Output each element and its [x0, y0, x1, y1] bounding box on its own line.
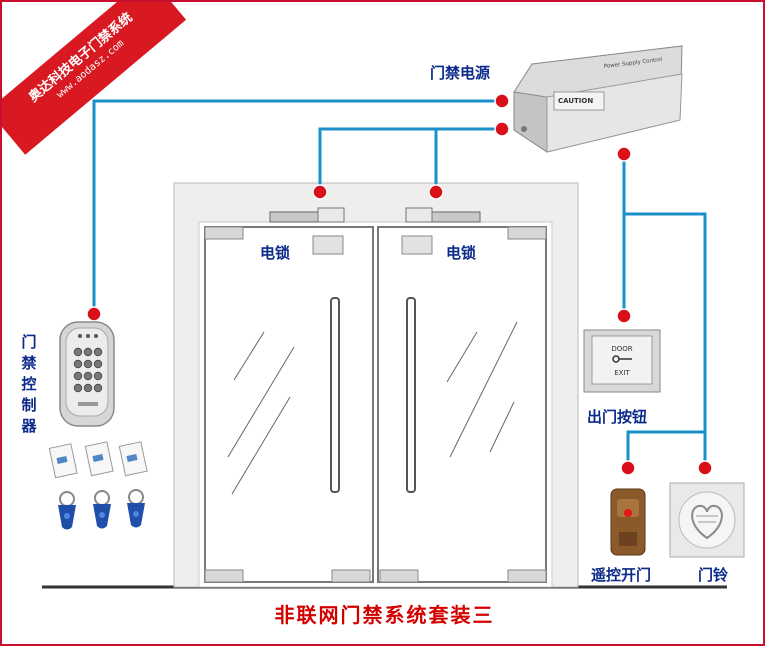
exit-button-device: DOOR EXIT: [583, 329, 661, 393]
glass-reflection: [227, 346, 295, 458]
left-door-lock-patch: [331, 569, 371, 583]
keypad-controller: [59, 321, 115, 427]
right-door-handle: [406, 297, 416, 493]
glass-reflection: [446, 331, 478, 383]
remote-label: 遥控开门: [591, 566, 652, 584]
glass-reflection: [233, 331, 265, 381]
left-glass-door: [204, 226, 374, 583]
power-supply-box: CAUTION Power Supply Control: [513, 45, 683, 153]
glass-reflection: [231, 396, 291, 495]
left-magnetic-lock: [269, 207, 345, 255]
controller-label: 门禁控制器: [21, 333, 37, 435]
left-door-handle: [330, 297, 340, 493]
left-lock-label: 电锁: [260, 244, 291, 262]
right-door-bottom-patch: [507, 569, 547, 583]
right-magnetic-lock: [401, 207, 481, 255]
diagram-title: 非联网门禁系统套装三: [274, 603, 495, 627]
connection-nodes: [86, 93, 713, 476]
left-door-bottom-patch: [204, 569, 244, 583]
right-door-lock-patch: [379, 569, 419, 583]
access-cards: [48, 441, 148, 479]
doorbell-device: [669, 482, 745, 558]
wiring: [92, 99, 707, 467]
power-supply-label: 门禁电源: [430, 64, 491, 82]
glass-reflection: [489, 401, 515, 453]
exit-exit-text: EXIT: [614, 369, 630, 377]
right-lock-label: 电锁: [446, 244, 477, 262]
exit-button-label: 出门按钮: [587, 408, 648, 426]
remote-control-device: [610, 488, 646, 556]
right-door-top-patch: [507, 226, 547, 240]
exit-door-text: DOOR: [611, 345, 632, 353]
doorbell-label: 门铃: [698, 566, 729, 584]
right-glass-door: [377, 226, 547, 583]
left-door-top-patch: [204, 226, 244, 240]
rfid-key-fobs: [58, 489, 145, 530]
glass-reflection: [449, 321, 518, 458]
psu-caution-text: CAUTION: [558, 97, 593, 105]
